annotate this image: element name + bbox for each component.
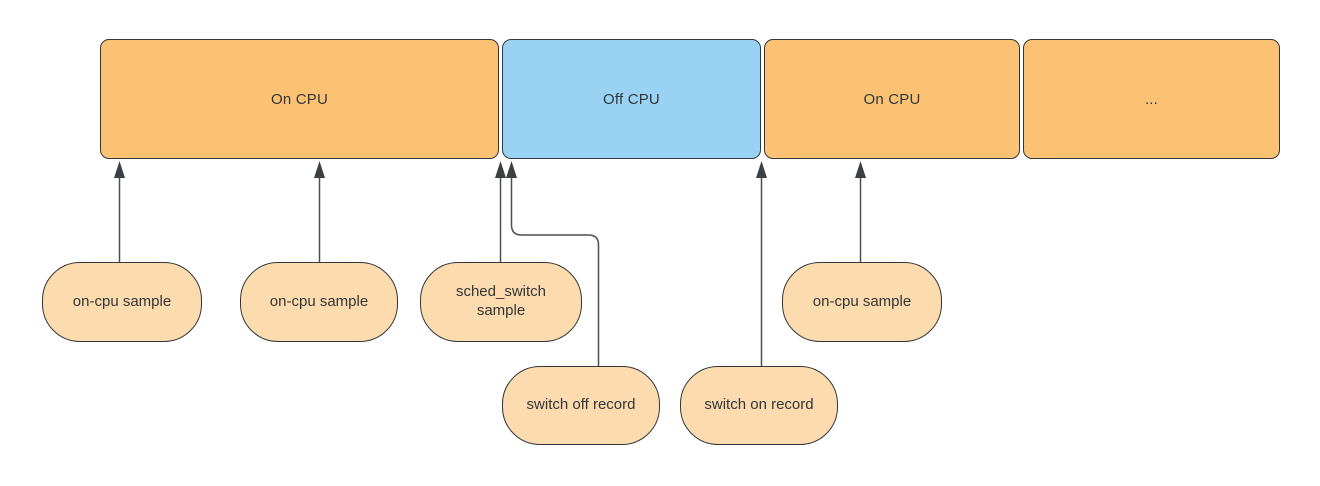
timeline-segment-off-cpu: Off CPU	[502, 39, 761, 159]
arrowhead-up-icon	[114, 161, 125, 178]
bubble-on-cpu-sample-3: on-cpu sample	[782, 262, 942, 342]
bubble-switch-on-record: switch on record	[680, 366, 838, 445]
arrow-sched-switch-sample	[495, 161, 506, 262]
timeline-segment-on-cpu-2: On CPU	[764, 39, 1020, 159]
bubble-label: sched_switch sample	[455, 283, 547, 319]
timeline-segment-on-cpu-1: On CPU	[100, 39, 499, 159]
bubble-switch-off-record: switch off record	[502, 366, 660, 445]
arrowhead-up-icon	[756, 161, 767, 178]
timeline-segment-ellipsis: ...	[1023, 39, 1280, 159]
arrowhead-up-icon	[314, 161, 325, 178]
bubble-label: on-cpu sample	[269, 292, 369, 310]
arrowhead-up-icon	[495, 161, 506, 178]
bubble-sched-switch-sample: sched_switch sample	[420, 262, 582, 342]
arrow-switch-on-record	[756, 161, 767, 366]
segment-label: On CPU	[270, 90, 329, 108]
bubble-label: switch off record	[526, 396, 636, 414]
bubble-label: on-cpu sample	[72, 292, 172, 310]
arrow-on-cpu-sample-3	[855, 161, 866, 262]
segment-label: Off CPU	[603, 90, 660, 108]
bubble-on-cpu-sample-1: on-cpu sample	[42, 262, 202, 342]
arrow-on-cpu-sample-2	[314, 161, 325, 262]
arrowhead-up-icon	[506, 161, 517, 178]
bubble-label: on-cpu sample	[812, 292, 912, 310]
bubble-label: switch on record	[704, 396, 814, 414]
bubble-on-cpu-sample-2: on-cpu sample	[240, 262, 398, 342]
segment-label: On CPU	[863, 90, 921, 108]
arrow-on-cpu-sample-1	[114, 161, 125, 262]
segment-label: ...	[1144, 90, 1159, 108]
arrowhead-up-icon	[855, 161, 866, 178]
